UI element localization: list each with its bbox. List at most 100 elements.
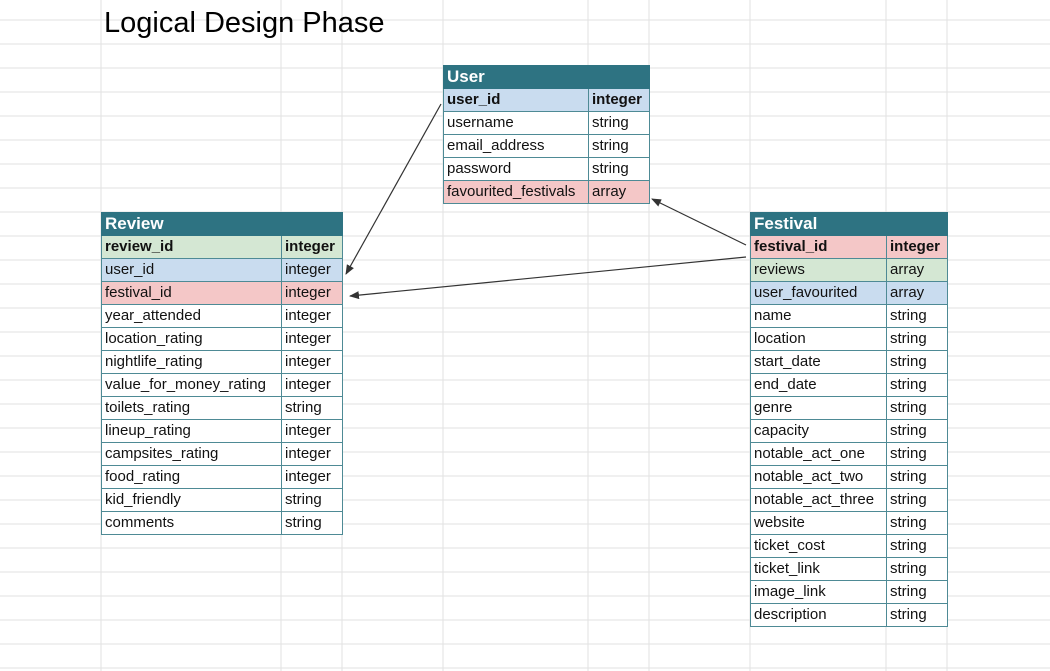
field-type-cell[interactable]: string: [886, 488, 948, 512]
table-header-blank[interactable]: [886, 212, 948, 236]
field-type-cell[interactable]: integer: [281, 327, 343, 351]
field-type-cell[interactable]: string: [886, 373, 948, 397]
field-name-cell[interactable]: website: [750, 511, 887, 535]
field-type-cell[interactable]: string: [886, 511, 948, 535]
field-type-cell[interactable]: string: [281, 488, 343, 512]
field-name-cell[interactable]: review_id: [101, 235, 282, 259]
table-header-blank[interactable]: [281, 212, 343, 236]
field-type-cell[interactable]: string: [886, 534, 948, 558]
field-type-cell[interactable]: array: [588, 180, 650, 204]
field-type-cell[interactable]: integer: [281, 281, 343, 305]
field-name-cell[interactable]: name: [750, 304, 887, 328]
field-name-cell[interactable]: start_date: [750, 350, 887, 374]
field-type-cell[interactable]: string: [281, 396, 343, 420]
field-name-cell[interactable]: food_rating: [101, 465, 282, 489]
field-name-cell[interactable]: reviews: [750, 258, 887, 282]
table-header-row: Review: [101, 212, 343, 236]
field-name-cell[interactable]: password: [443, 157, 589, 181]
table-name[interactable]: Review: [101, 212, 282, 236]
field-type-cell[interactable]: string: [886, 304, 948, 328]
field-type-cell[interactable]: string: [886, 465, 948, 489]
field-name-cell[interactable]: ticket_link: [750, 557, 887, 581]
field-name-cell[interactable]: campsites_rating: [101, 442, 282, 466]
field-type-cell[interactable]: string: [588, 134, 650, 158]
field-name-cell[interactable]: user_favourited: [750, 281, 887, 305]
field-name-cell[interactable]: capacity: [750, 419, 887, 443]
field-name-cell[interactable]: toilets_rating: [101, 396, 282, 420]
field-name-cell[interactable]: kid_friendly: [101, 488, 282, 512]
field-name-cell[interactable]: notable_act_two: [750, 465, 887, 489]
field-type-cell[interactable]: string: [886, 350, 948, 374]
field-type-cell[interactable]: integer: [281, 235, 343, 259]
table-name[interactable]: User: [443, 65, 589, 89]
table-name[interactable]: Festival: [750, 212, 887, 236]
field-type-cell[interactable]: integer: [281, 304, 343, 328]
field-name-cell[interactable]: favourited_festivals: [443, 180, 589, 204]
field-name-cell[interactable]: user_id: [443, 88, 589, 112]
field-type-cell[interactable]: integer: [281, 419, 343, 443]
field-type-cell[interactable]: string: [886, 419, 948, 443]
field-name-cell[interactable]: image_link: [750, 580, 887, 604]
field-name-cell[interactable]: location_rating: [101, 327, 282, 351]
field-name-cell[interactable]: comments: [101, 511, 282, 535]
field-type-cell[interactable]: integer: [588, 88, 650, 112]
field-name-cell[interactable]: ticket_cost: [750, 534, 887, 558]
field-name-cell[interactable]: username: [443, 111, 589, 135]
field-type-cell[interactable]: string: [588, 111, 650, 135]
field-name-cell[interactable]: notable_act_one: [750, 442, 887, 466]
field-type-cell[interactable]: integer: [281, 465, 343, 489]
field-name-cell[interactable]: year_attended: [101, 304, 282, 328]
field-name-cell[interactable]: lineup_rating: [101, 419, 282, 443]
field-type-cell[interactable]: integer: [886, 235, 948, 259]
field-type-cell[interactable]: array: [886, 258, 948, 282]
field-type-cell[interactable]: string: [886, 327, 948, 351]
field-name-cell[interactable]: nightlife_rating: [101, 350, 282, 374]
field-name-cell[interactable]: end_date: [750, 373, 887, 397]
page-title: Logical Design Phase: [104, 7, 385, 39]
field-type-cell[interactable]: array: [886, 281, 948, 305]
field-name-cell[interactable]: email_address: [443, 134, 589, 158]
field-name-cell[interactable]: genre: [750, 396, 887, 420]
field-name-cell[interactable]: location: [750, 327, 887, 351]
field-name-cell[interactable]: description: [750, 603, 887, 627]
field-name-cell[interactable]: festival_id: [101, 281, 282, 305]
field-type-cell[interactable]: string: [886, 557, 948, 581]
table-header-blank[interactable]: [588, 65, 650, 89]
field-name-cell[interactable]: festival_id: [750, 235, 887, 259]
field-type-cell[interactable]: string: [886, 442, 948, 466]
field-type-cell[interactable]: string: [886, 580, 948, 604]
field-type-cell[interactable]: integer: [281, 258, 343, 282]
field-type-cell[interactable]: string: [588, 157, 650, 181]
field-type-cell[interactable]: integer: [281, 373, 343, 397]
field-type-cell[interactable]: integer: [281, 350, 343, 374]
field-type-cell[interactable]: string: [281, 511, 343, 535]
field-name-cell[interactable]: notable_act_three: [750, 488, 887, 512]
field-type-cell[interactable]: string: [886, 603, 948, 627]
field-name-cell[interactable]: value_for_money_rating: [101, 373, 282, 397]
field-type-cell[interactable]: string: [886, 396, 948, 420]
field-type-cell[interactable]: integer: [281, 442, 343, 466]
field-name-cell[interactable]: user_id: [101, 258, 282, 282]
